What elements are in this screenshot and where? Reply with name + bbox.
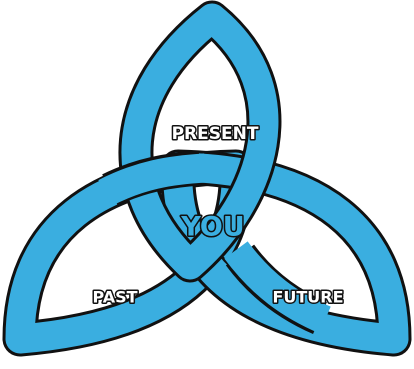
label-past: PAST: [92, 288, 137, 307]
label-present: PRESENT: [172, 124, 259, 144]
label-future: FUTURE: [272, 288, 343, 307]
label-you: YOU: [180, 212, 244, 243]
